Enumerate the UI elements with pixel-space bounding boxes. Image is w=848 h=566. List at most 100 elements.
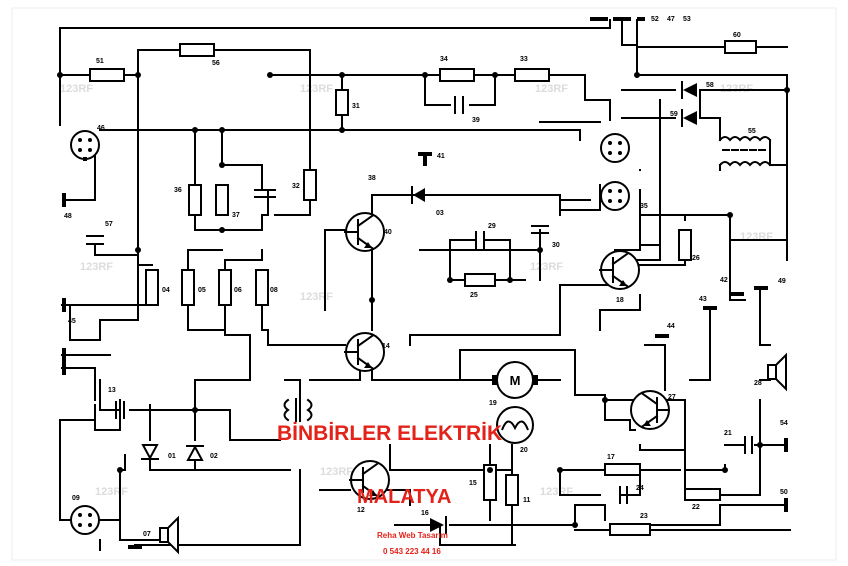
label-26: 26 (692, 255, 700, 262)
capacitor-57 (86, 235, 104, 245)
label-45: 45 (68, 318, 76, 325)
label-59: 59 (670, 111, 678, 118)
resistor-60 (724, 40, 757, 54)
watermark: 123RF (300, 291, 333, 303)
label-48: 48 (64, 213, 72, 220)
label-49: 49 (778, 278, 786, 285)
capacitor-24 (619, 486, 628, 504)
connector-35 (600, 181, 630, 211)
capacitor-39 (454, 96, 464, 114)
motor-symbol: M (510, 373, 521, 388)
label-43: 43 (699, 296, 707, 303)
label-25: 25 (470, 292, 478, 299)
label-09: 09 (72, 495, 80, 502)
transistor-18 (599, 250, 640, 290)
diode-58 (681, 81, 697, 99)
label-47: 47 (667, 16, 675, 23)
label-21: 21 (724, 430, 732, 437)
transformer-coil (283, 398, 313, 422)
label-22: 22 (692, 504, 700, 511)
watermark: 123RF (530, 261, 563, 273)
watermark: 123RF (300, 83, 333, 95)
resistor-34 (439, 68, 475, 82)
terminals (62, 17, 788, 549)
label-41: 41 (437, 153, 445, 160)
transistor-40 (344, 212, 385, 252)
connector-35a (600, 133, 630, 163)
label-40: 40 (384, 229, 392, 236)
label-28: 28 (754, 380, 762, 387)
label-56: 56 (212, 60, 220, 67)
label-14: 14 (382, 343, 390, 350)
label-02: 02 (210, 453, 218, 460)
label-60: 60 (733, 32, 741, 39)
capacitor-21 (744, 436, 753, 454)
resistor-11 (505, 474, 519, 506)
label-44: 44 (667, 323, 675, 330)
capacitor-13 (115, 401, 125, 419)
resistor-56 (179, 43, 215, 57)
capacitor-30 (531, 225, 549, 234)
resistor-22 (684, 488, 721, 501)
connector-46 (70, 130, 100, 161)
label-16: 16 (421, 510, 429, 517)
watermark: 123RF (60, 83, 93, 95)
diode-01 (141, 444, 159, 461)
label-55: 55 (748, 128, 756, 135)
label-51: 51 (96, 58, 104, 65)
capacitor-37b (254, 189, 276, 198)
transformer-55 (718, 136, 772, 167)
label-42: 42 (720, 277, 728, 284)
junctions (57, 72, 790, 528)
label-06: 06 (234, 287, 242, 294)
resistor-25 (464, 273, 496, 287)
resistor-31 (335, 89, 349, 116)
watermark: 123RF (95, 486, 128, 498)
label-52: 52 (651, 16, 659, 23)
resistor-17 (604, 463, 641, 476)
capacitor-29 (475, 231, 485, 249)
label-13: 13 (108, 387, 116, 394)
resistor-04 (145, 269, 159, 306)
watermark: 123RF (320, 466, 353, 478)
label-50: 50 (780, 489, 788, 496)
label-46: 46 (97, 125, 105, 132)
label-12: 12 (357, 507, 365, 514)
label-36: 36 (174, 187, 182, 194)
label-04: 04 (162, 287, 170, 294)
label-58: 58 (706, 82, 714, 89)
speaker-07 (159, 515, 179, 555)
speaker-28 (767, 352, 787, 392)
watermark: 123RF (80, 261, 113, 273)
label-38: 38 (368, 175, 376, 182)
resistor-15 (483, 464, 497, 501)
transistor-14 (344, 332, 385, 372)
component-labels: 52 47 53 60 51 56 34 33 39 31 58 59 55 4… (64, 16, 788, 538)
resistor-51 (89, 68, 125, 82)
branding-overlay: BİNBİRLER ELEKTRİK MALATYA Reha Web Tasa… (277, 422, 502, 556)
label-30: 30 (552, 242, 560, 249)
resistor-05 (181, 269, 195, 306)
watermark: 123RF (535, 83, 568, 95)
label-18: 18 (616, 297, 624, 304)
label-11: 11 (523, 497, 531, 504)
label-08: 08 (270, 287, 278, 294)
overlay-title: BİNBİRLER ELEKTRİK (277, 422, 502, 445)
label-37: 37 (232, 212, 240, 219)
diode-59 (681, 109, 697, 127)
motor-19: M (492, 361, 538, 399)
label-39: 39 (472, 117, 480, 124)
lamp-20 (496, 406, 534, 444)
resistor-26 (678, 229, 692, 261)
diode-16 (430, 516, 447, 534)
transistor-27 (630, 390, 670, 430)
label-53: 53 (683, 16, 691, 23)
label-54: 54 (780, 420, 788, 427)
label-15: 15 (469, 480, 477, 487)
label-07: 07 (143, 531, 151, 538)
label-19: 19 (489, 400, 497, 407)
resistor-08 (255, 269, 269, 306)
label-27: 27 (668, 394, 676, 401)
